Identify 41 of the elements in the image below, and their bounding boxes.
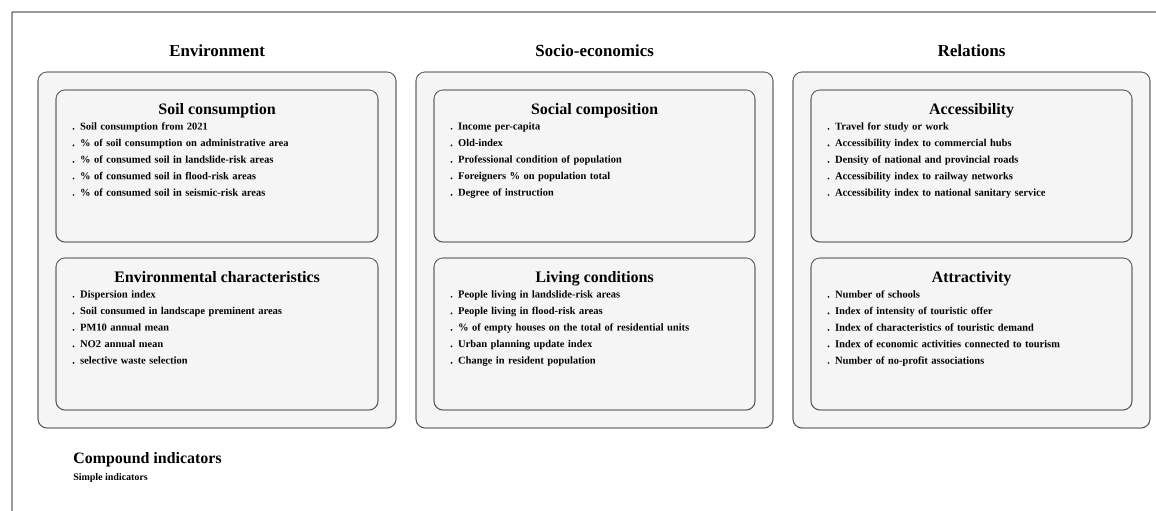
list-item: . Soil consumption from 2021 [72,122,208,132]
list-item: . Density of national and provincial roads [827,155,1019,165]
list-item: . Change in resident population [450,356,596,366]
legend-heading: Compound indicators [74,451,222,467]
list-item: . People living in landslide-risk areas [450,290,620,300]
list-item: . Old-index [450,138,503,147]
list-item: . Accessibility index to commercial hubs [827,138,1012,149]
list-item: . Travel for study or work [827,122,949,132]
list-item: . % of consumed soil in landslide-risk areas [72,155,274,163]
list-item: . Index of intensity of touristic offer [827,306,993,317]
box-heading: Social composition [531,102,658,118]
box-heading: Living conditions [535,270,654,286]
legend-text: Simple indicators [73,473,148,483]
list-item: . Soil consumed in landscape preminent areas [72,306,282,317]
category-heading: Socio-economics [536,44,654,57]
list-item: . Dispersion index [72,290,156,300]
list-item: . Accessibility index to national sanitary service [827,188,1046,198]
list-item: . Number of schools [827,290,920,298]
list-item: . Income per-capita [450,122,540,132]
box-heading: Attractivity [931,270,1012,286]
list-item: . % of empty houses on the total of residential units [450,323,689,333]
list-item: . PM10 annual mean [72,323,169,331]
list-item: . Urban planning update index [450,339,593,350]
list-item: . Index of economic activities connected to tourism [827,339,1060,348]
box-heading: Soil consumption [159,102,276,118]
list-item: . Accessibility index to railway networks [827,171,1013,182]
list-item: . Degree of instruction [450,188,554,198]
list-item: . % of soil consumption on administrative area [72,138,289,149]
list-item: . Index of characteristics of touristic demand [827,323,1034,331]
list-item: . NO2 annual mean [72,339,163,348]
list-item: . selective waste selection [72,356,188,364]
box-heading: Accessibility [929,102,1014,118]
list-item: . Number of no-profit associations [827,356,984,366]
list-item: . Foreigners % on population total [450,171,610,182]
list-item: . People living in flood-risk areas [450,306,603,317]
list-item: . Professional condition of population [450,155,622,165]
box-heading: Environmental characteristics [114,270,320,283]
category-heading: Relations [937,44,1005,57]
list-item: . % of consumed soil in flood-risk areas [72,171,256,180]
category-heading: Environment [169,44,265,57]
list-item: . % of consumed soil in seismic-risk areas [72,188,265,196]
